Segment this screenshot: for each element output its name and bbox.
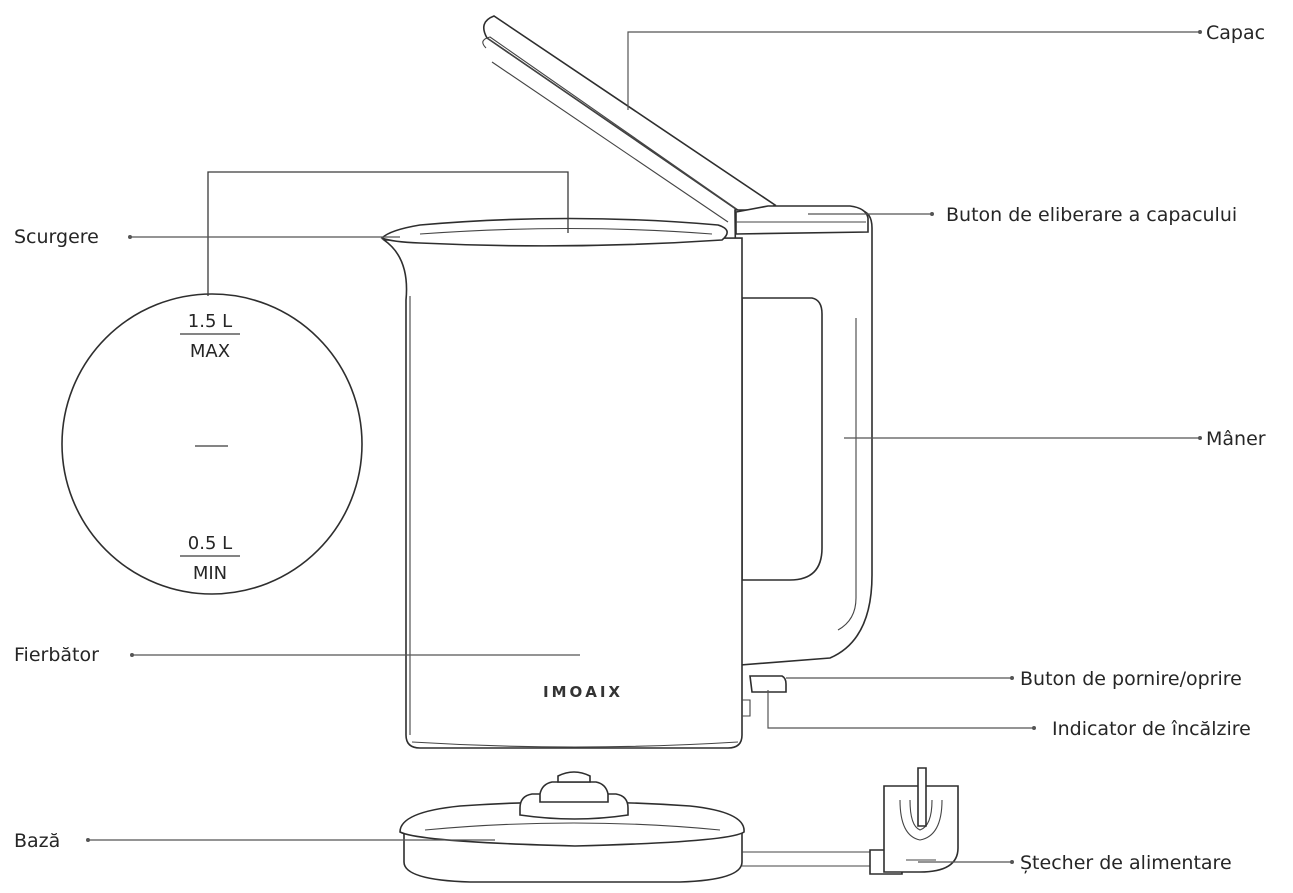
label-power-plug: Ștecher de alimentare — [1020, 852, 1232, 874]
kettle-body-drawing — [380, 205, 873, 749]
label-handle: Mâner — [1206, 428, 1266, 450]
lid-leader — [627, 31, 1200, 110]
label-spout: Scurgere — [14, 226, 99, 248]
label-base: Bază — [14, 830, 60, 852]
max-label: MAX — [190, 341, 230, 362]
min-volume-mark: 0.5 L — [188, 533, 232, 554]
min-label: MIN — [193, 563, 227, 584]
water-gauge — [61, 171, 569, 595]
label-lid-release: Buton de eliberare a capacului — [946, 204, 1237, 226]
brand-logo: XIAOMI — [540, 683, 620, 701]
lid-drawing — [482, 15, 777, 223]
base-drawing — [399, 767, 959, 883]
label-heating-indicator: Indicator de încălzire — [1052, 718, 1251, 740]
label-power-button: Buton de pornire/oprire — [1020, 668, 1242, 690]
max-volume-mark: 1.5 L — [188, 311, 232, 332]
label-kettle-body: Fierbător — [14, 644, 99, 666]
heating-indicator-leader — [767, 690, 1034, 729]
label-lid: Capac — [1206, 22, 1265, 44]
